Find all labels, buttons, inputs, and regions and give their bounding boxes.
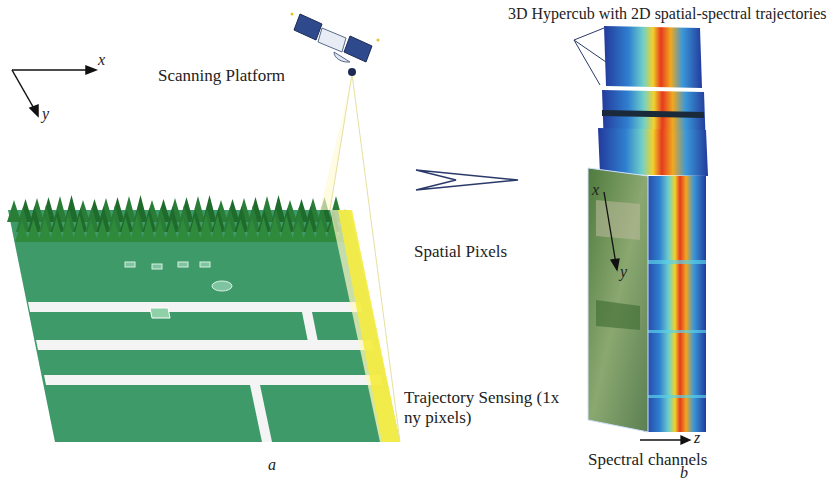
tree bbox=[188, 217, 202, 242]
figure-title: 3D Hypercub with 2D spatial-spectral tra… bbox=[508, 4, 827, 23]
axis-label: y bbox=[42, 104, 49, 123]
sensor-beam bbox=[320, 74, 400, 442]
tree bbox=[107, 218, 121, 242]
tree bbox=[291, 220, 305, 242]
cube-axes bbox=[604, 192, 690, 444]
roads bbox=[28, 302, 382, 442]
tree bbox=[7, 200, 21, 222]
tree bbox=[165, 219, 179, 242]
building bbox=[150, 308, 170, 318]
tree bbox=[211, 215, 225, 242]
sensing-label: Trajectory Sensing (1x ny pixels) bbox=[404, 388, 574, 429]
tree bbox=[38, 218, 52, 242]
tree bbox=[61, 216, 75, 242]
tree bbox=[50, 217, 64, 242]
axes bbox=[12, 66, 96, 116]
tree bbox=[119, 217, 133, 242]
platform-label: Scanning Platform bbox=[158, 66, 285, 86]
tree bbox=[27, 219, 41, 242]
hypercube bbox=[588, 168, 706, 432]
transition-arrow bbox=[416, 170, 518, 190]
tree bbox=[280, 215, 294, 242]
tree bbox=[303, 219, 317, 242]
panel-letter: a bbox=[268, 455, 276, 474]
tree bbox=[314, 218, 328, 242]
tree bbox=[153, 220, 167, 242]
tree bbox=[96, 219, 110, 242]
clearings bbox=[125, 262, 232, 291]
spectral-slices bbox=[598, 26, 708, 176]
tree bbox=[268, 216, 282, 242]
scan-strip bbox=[338, 210, 400, 442]
tree bbox=[176, 218, 190, 242]
tree bbox=[73, 215, 87, 242]
tree bbox=[222, 220, 236, 242]
leader-lines bbox=[574, 28, 606, 85]
axis-label: y bbox=[620, 262, 627, 281]
axis-label: x bbox=[592, 180, 599, 199]
forest bbox=[7, 195, 352, 242]
tree bbox=[15, 220, 29, 242]
tree bbox=[257, 217, 271, 242]
tree bbox=[130, 216, 144, 242]
axis-label: z bbox=[694, 428, 700, 447]
tree bbox=[234, 219, 248, 242]
panel-letter: b bbox=[680, 463, 688, 481]
tree bbox=[84, 220, 98, 242]
channels-label: Spectral channels bbox=[588, 450, 707, 470]
axis-label: x bbox=[98, 50, 105, 69]
tree bbox=[199, 216, 213, 242]
tree bbox=[245, 218, 259, 242]
tree bbox=[142, 215, 156, 242]
pixels-label: Spatial Pixels bbox=[414, 242, 507, 262]
satellite bbox=[291, 13, 380, 77]
